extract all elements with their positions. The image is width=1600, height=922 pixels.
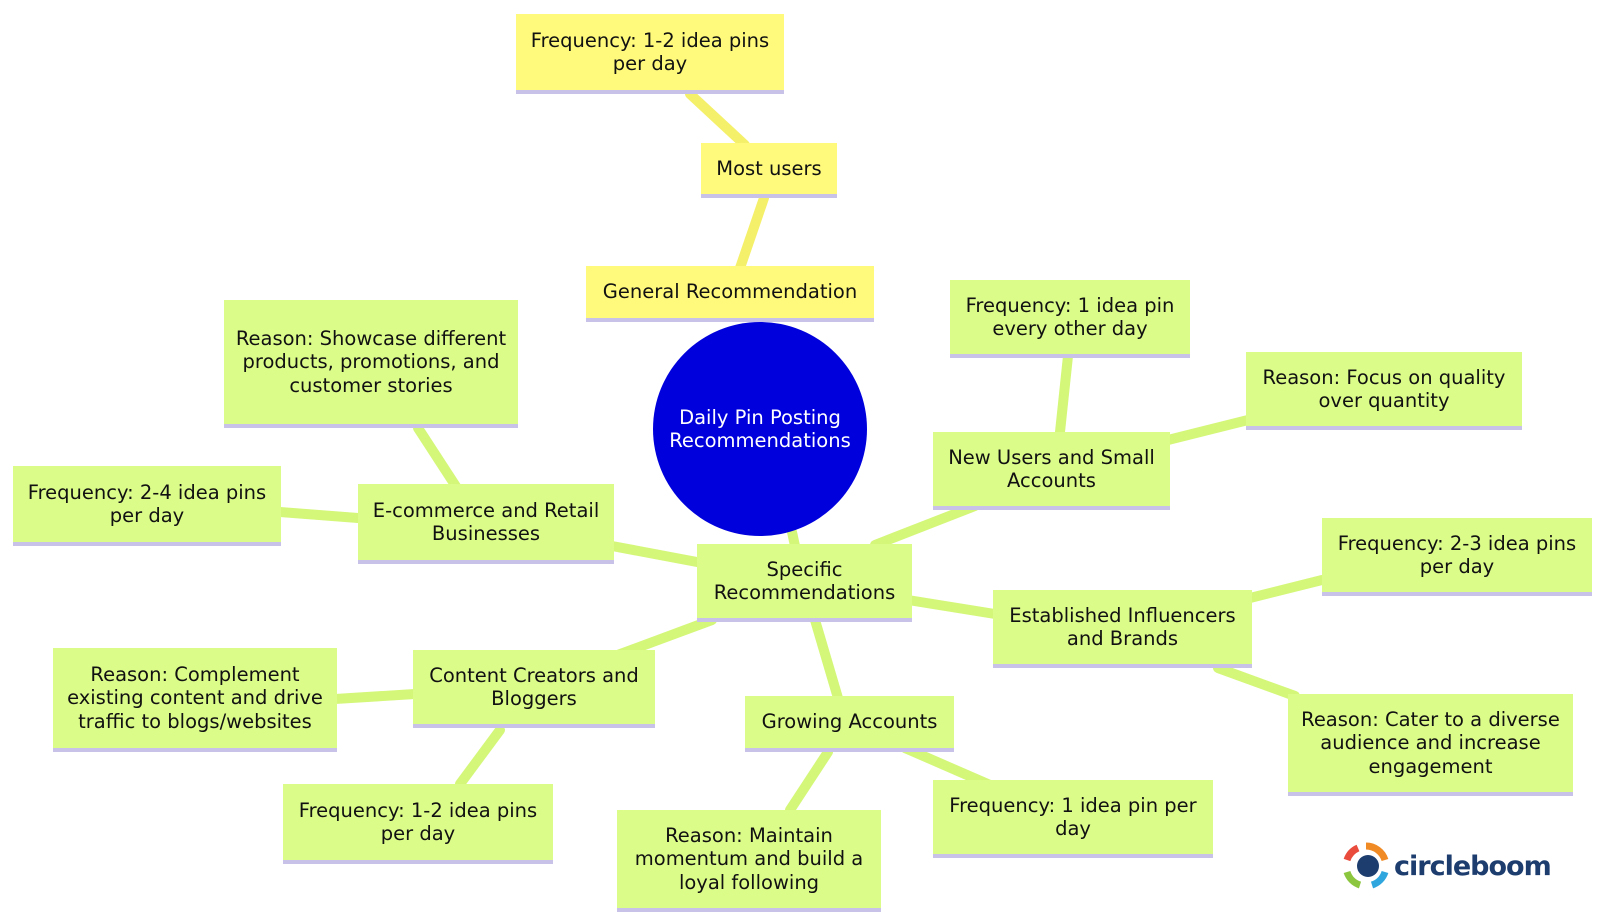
edge-specific-new-users: [870, 501, 980, 550]
edge-influencers-reason: [1213, 663, 1300, 701]
logo-text: circleboom: [1394, 850, 1552, 882]
node-label: Most users: [716, 156, 822, 180]
ecommerce-node: E-commerce and Retail Businesses: [358, 484, 614, 564]
ecommerce-frequency-node: Frequency: 2-4 idea pins per day: [13, 466, 281, 546]
new-users-node: New Users and Small Accounts: [933, 432, 1170, 510]
creators-reason-node: Reason: Complement existing content and …: [53, 648, 337, 752]
edge-general-most-users: [735, 193, 769, 273]
center-label: Daily Pin Posting Recommendations: [669, 405, 851, 453]
edge-new-users-reason: [1163, 415, 1253, 445]
edge-influencers-frequency: [1245, 575, 1327, 603]
influencers-node: Established Influencers and Brands: [993, 590, 1252, 668]
growing-frequency-node: Frequency: 1 idea pin per day: [933, 780, 1213, 858]
node-label: New Users and Small Accounts: [948, 445, 1155, 493]
node-label: Growing Accounts: [761, 710, 938, 734]
node-label: Reason: Maintain momentum and build a lo…: [634, 823, 864, 894]
edge-center-specific: [787, 527, 800, 551]
edge-ecommerce-reason: [413, 423, 462, 493]
most-users-frequency-node: Frequency: 1-2 idea pins per day: [516, 14, 784, 94]
node-label: Frequency: 1-2 idea pins per day: [530, 28, 770, 76]
node-label: Content Creators and Bloggers: [429, 663, 639, 711]
growing-reason-node: Reason: Maintain momentum and build a lo…: [617, 810, 881, 912]
circleboom-logo: circleboom: [1342, 842, 1552, 890]
edge-specific-growing: [810, 615, 843, 703]
edge-new-users-frequency: [1055, 351, 1073, 437]
edge-creators-frequency: [455, 725, 505, 789]
edge-most-users-frequency: [685, 89, 750, 150]
influencers-frequency-node: Frequency: 2-3 idea pins per day: [1322, 518, 1592, 596]
edge-specific-influencers: [903, 595, 1000, 619]
node-label: General Recommendation: [602, 280, 858, 304]
node-label: Reason: Focus on quality over quantity: [1262, 365, 1506, 413]
node-label: Frequency: 1-2 idea pins per day: [298, 798, 538, 846]
circleboom-logo-icon: [1343, 842, 1389, 889]
ecommerce-reason-node: Reason: Showcase different products, pro…: [224, 300, 518, 428]
node-label: E-commerce and Retail Businesses: [372, 498, 600, 546]
most-users-node: Most users: [701, 143, 837, 198]
edge-growing-reason: [785, 747, 833, 815]
node-label: Established Influencers and Brands: [1009, 603, 1236, 651]
node-label: Frequency: 1 idea pin per day: [949, 793, 1197, 841]
node-label: Reason: Cater to a diverse audience and …: [1301, 707, 1560, 778]
node-label: Frequency: 1 idea pin every other day: [965, 293, 1175, 341]
center-topic-node: Daily Pin Posting Recommendations: [653, 322, 867, 536]
node-label: Reason: Showcase different products, pro…: [235, 326, 507, 397]
edge-ecommerce-frequency: [275, 507, 363, 523]
specific-recommendations-node: Specific Recommendations: [697, 544, 912, 622]
edge-creators-reason: [330, 689, 420, 704]
growing-accounts-node: Growing Accounts: [745, 696, 954, 752]
content-creators-node: Content Creators and Bloggers: [413, 650, 655, 728]
new-users-reason-node: Reason: Focus on quality over quantity: [1246, 352, 1522, 430]
edge-growing-frequency: [900, 743, 995, 790]
edge-specific-ecommerce: [607, 541, 702, 567]
node-label: Specific Recommendations: [713, 557, 896, 605]
creators-frequency-node: Frequency: 1-2 idea pins per day: [283, 784, 553, 864]
node-label: Frequency: 2-3 idea pins per day: [1337, 531, 1577, 579]
influencers-reason-node: Reason: Cater to a diverse audience and …: [1288, 694, 1573, 796]
new-users-frequency-node: Frequency: 1 idea pin every other day: [950, 280, 1190, 358]
node-label: Reason: Complement existing content and …: [67, 662, 323, 733]
node-label: Frequency: 2-4 idea pins per day: [27, 480, 267, 528]
general-recommendation-node: General Recommendation: [586, 266, 874, 322]
